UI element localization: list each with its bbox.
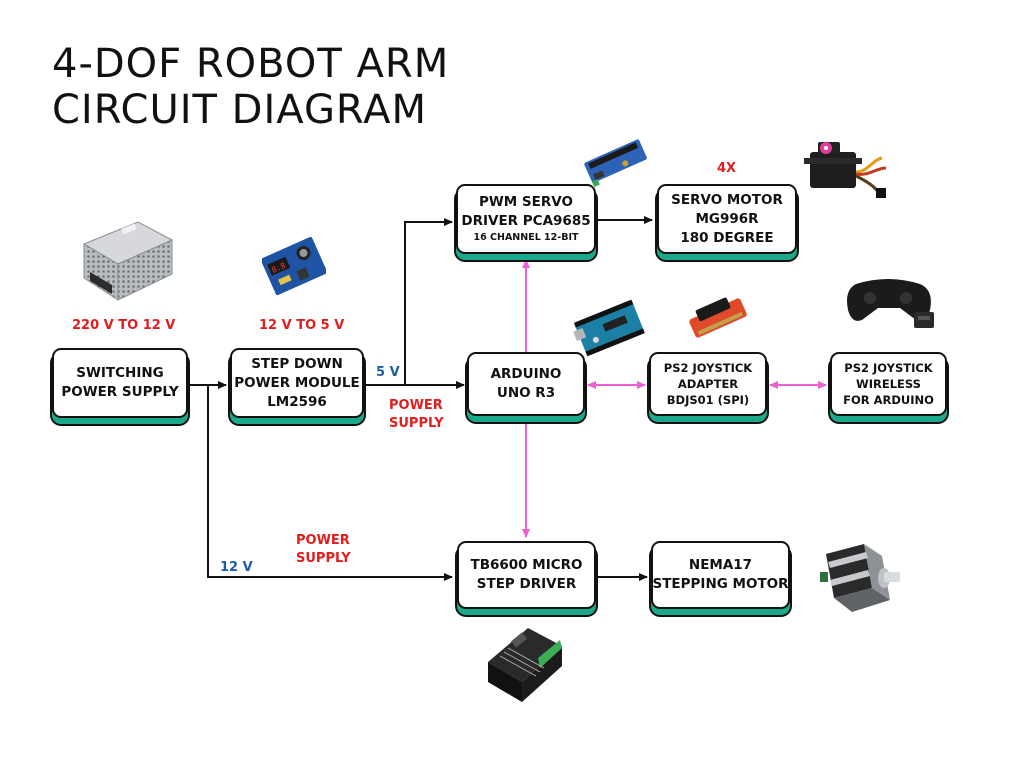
box-label: PWM SERVO <box>479 194 573 210</box>
ps2-adapter-image <box>689 297 747 338</box>
box-label: PS2 JOYSTICK <box>663 361 753 375</box>
box-tb6600-driver: TB6600 MICRO STEP DRIVER <box>457 541 596 609</box>
box-servo-motor: SERVO MOTOR MG996R 180 DEGREE <box>657 184 797 254</box>
box-label: DRIVER PCA9685 <box>461 213 591 229</box>
label-quantity-4x: 4X <box>717 161 737 176</box>
label-power-supply-1-line1: POWER <box>389 398 443 413</box>
box-label: STEPPING MOTOR <box>652 576 789 592</box>
box-step-down-module: STEP DOWN POWER MODULE LM2596 <box>230 348 364 418</box>
box-label: BDJS01 (SPI) <box>666 393 750 407</box>
label-power-supply-1-line2: SUPPLY <box>389 416 444 431</box>
box-label: UNO R3 <box>496 385 556 401</box>
box-label: STEP DOWN <box>251 355 343 372</box>
box-ps2-adapter: PS2 JOYSTICK ADAPTER BDJS01 (SPI) <box>649 352 767 416</box>
box-label: NEMA17 <box>688 557 753 573</box>
box-label: WIRELESS <box>856 377 921 391</box>
diagram-title-line2: CIRCUIT DIAGRAM <box>52 87 427 133</box>
switching-power-supply-image <box>82 221 174 301</box>
label-12v-to-5v: 12 V TO 5 V <box>259 318 345 333</box>
lm2596-module-image: 8.8 <box>262 236 326 296</box>
box-label: POWER SUPPLY <box>61 384 179 400</box>
box-label: ARDUINO <box>490 366 562 382</box>
box-label: TB6600 MICRO <box>470 557 583 573</box>
label-5v: 5 V <box>376 365 400 380</box>
box-sublabel: 16 CHANNEL 12-BIT <box>473 232 579 243</box>
pca9685-board-image <box>584 139 647 187</box>
box-arduino-uno: ARDUINO UNO R3 <box>467 352 585 416</box>
nema17-motor-image <box>820 544 900 612</box>
box-label: FOR ARDUINO <box>843 393 934 407</box>
box-label: LM2596 <box>267 393 327 410</box>
diagram-title-line1: 4-DOF ROBOT ARM <box>52 41 450 87</box>
wire-5v-to-pwm <box>404 218 453 385</box>
box-switching-power-supply: SWITCHING POWER SUPPLY <box>52 348 188 418</box>
servo-motor-image <box>804 142 887 198</box>
box-nema17-motor: NEMA17 STEPPING MOTOR <box>651 541 790 609</box>
box-label: SWITCHING <box>76 365 164 381</box>
box-ps2-wireless: PS2 JOYSTICK WIRELESS FOR ARDUINO <box>830 352 947 416</box>
label-power-supply-2-line1: POWER <box>296 533 350 548</box>
arduino-uno-image <box>573 299 645 357</box>
label-power-supply-2-line2: SUPPLY <box>296 551 351 566</box>
ps2-controller-image <box>847 279 934 328</box>
box-label: ADAPTER <box>677 377 739 391</box>
box-label: SERVO MOTOR <box>671 191 783 208</box>
wire-12v-to-tb6600 <box>207 385 453 581</box>
box-label: 180 DEGREE <box>680 229 774 246</box>
box-label: POWER MODULE <box>234 374 360 391</box>
label-220v-to-12v: 220 V TO 12 V <box>72 318 176 333</box>
label-12v: 12 V <box>220 560 253 575</box>
tb6600-driver-image <box>488 628 562 702</box>
box-label: MG996R <box>695 210 759 227</box>
box-label: PS2 JOYSTICK <box>844 361 933 375</box>
box-label: STEP DRIVER <box>476 576 577 592</box>
box-pwm-servo-driver: PWM SERVO DRIVER PCA9685 16 CHANNEL 12-B… <box>456 184 596 254</box>
